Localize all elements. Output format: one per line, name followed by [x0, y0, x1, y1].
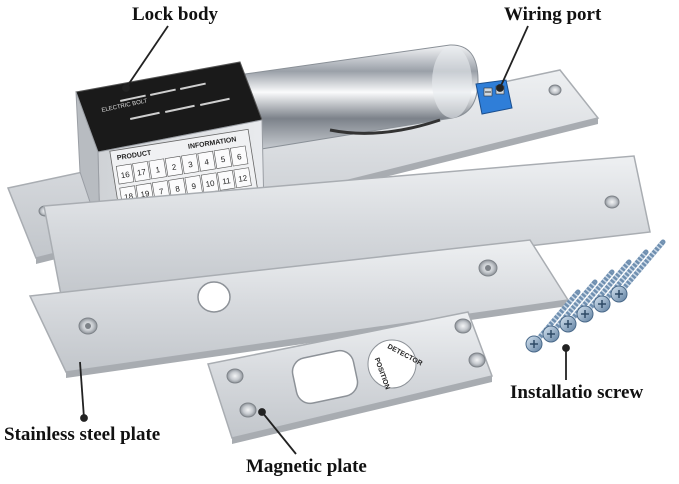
panel-cell-number: 16 — [120, 170, 131, 180]
screw — [525, 289, 581, 353]
panel-cell-number: 3 — [188, 160, 194, 170]
panel-cell — [197, 150, 216, 172]
panel-cell — [233, 167, 252, 189]
panel-cell-number: 6 — [236, 152, 242, 162]
panel-cell — [181, 153, 200, 175]
panel-cell-number: 10 — [205, 179, 216, 189]
screw — [542, 279, 598, 343]
panel-cell-number: 4 — [204, 157, 210, 167]
label-installation-screw: Installatio screw — [510, 382, 644, 403]
installation-screws — [525, 239, 666, 353]
panel-cell — [148, 158, 167, 180]
wiring-port — [475, 79, 513, 115]
screw — [610, 239, 666, 303]
panel-cell-number: 11 — [222, 176, 232, 186]
panel-cell — [115, 163, 135, 185]
panel-cell — [132, 161, 151, 182]
label-lock-body: Lock body — [132, 4, 219, 25]
screw — [559, 269, 615, 333]
panel-cell-number: 7 — [158, 187, 164, 197]
panel-cell — [164, 155, 184, 177]
panel-cell-number: 12 — [238, 173, 249, 183]
panel-cell-number: 9 — [191, 182, 197, 192]
panel-cell-number: 19 — [140, 189, 151, 199]
panel-cell-number: 1 — [155, 165, 161, 175]
screw — [593, 249, 649, 313]
panel-cell-number: 8 — [175, 184, 181, 194]
label-magnetic-plate: Magnetic plate — [246, 456, 367, 477]
label-stainless-steel-plate: Stainless steel plate — [4, 424, 161, 445]
lock-cylinder — [244, 44, 479, 151]
panel-cell-number: 2 — [171, 162, 177, 172]
panel-cell-number: 5 — [220, 155, 226, 165]
magnetic-plate: DETECTOR POSITION — [207, 311, 494, 444]
panel-cell — [229, 145, 249, 167]
label-wiring-port: Wiring port — [504, 4, 602, 25]
panel-cell — [213, 148, 233, 169]
strike-plate — [43, 155, 651, 301]
screw — [576, 259, 632, 323]
callout-lines — [79, 25, 570, 455]
panel-cell — [217, 169, 236, 191]
panel-cell-number: 18 — [124, 192, 135, 202]
panel-cell-number: 17 — [136, 167, 147, 177]
